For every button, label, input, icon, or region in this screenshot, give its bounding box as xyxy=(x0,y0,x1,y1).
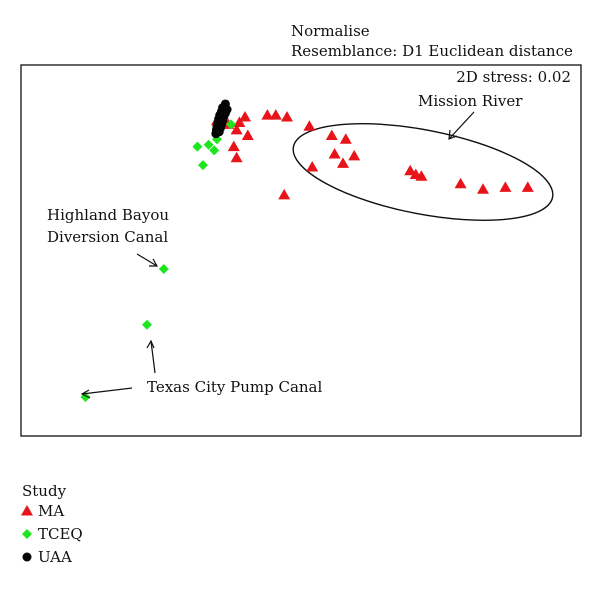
annotation-highland-bayou-line-2: Diversion Canal xyxy=(47,228,168,246)
point-ma-9 xyxy=(269,109,282,120)
point-ma-13 xyxy=(339,133,352,144)
mission-river-ellipse xyxy=(292,122,554,222)
point-tceq-1 xyxy=(226,119,236,130)
legend-label-uaa: UAA xyxy=(38,548,72,566)
legend-marker-ma xyxy=(21,505,33,516)
point-ma-12 xyxy=(325,129,338,140)
point-ma-23 xyxy=(477,183,489,194)
point-ma-22 xyxy=(454,177,467,189)
annotation-texas-city: Texas City Pump Canal xyxy=(147,378,323,396)
point-tceq-3 xyxy=(203,139,214,150)
legend: Study MA TCEQ UAA xyxy=(21,482,83,566)
point-tceq-5 xyxy=(192,141,203,152)
arrowhead-texas-city-left xyxy=(80,389,91,399)
annotation-mission-river: Mission River xyxy=(418,92,523,110)
data-marks xyxy=(80,99,534,403)
plot-frame xyxy=(20,64,582,437)
arrow-texas-city-up xyxy=(150,340,156,374)
header-line-1: Normalise xyxy=(291,22,370,40)
series-uaa xyxy=(211,99,232,139)
point-ma-7 xyxy=(230,151,243,163)
arrow-mission-river xyxy=(448,111,475,140)
legend-marker-uaa xyxy=(22,552,32,562)
point-ma-24 xyxy=(499,181,512,192)
series-tceq xyxy=(80,113,236,403)
series-ma xyxy=(211,109,534,200)
point-ma-17 xyxy=(306,161,319,172)
point-ma-16 xyxy=(337,157,349,168)
legend-label-tceq: TCEQ xyxy=(38,525,83,543)
point-ma-15 xyxy=(348,149,361,161)
point-tceq-4 xyxy=(209,145,220,156)
arrowhead-mission-river xyxy=(448,129,458,140)
arrow-highland-bayou xyxy=(136,253,158,267)
annotation-arrows xyxy=(80,111,475,399)
legend-marker-tceq xyxy=(22,529,32,539)
point-ma-10 xyxy=(281,110,293,122)
point-tceq-7 xyxy=(158,264,169,275)
legend-entries: MA TCEQ UAA xyxy=(21,502,83,566)
header-line-2: Resemblance: D1 Euclidean distance xyxy=(291,42,573,60)
arrowhead-texas-city-up xyxy=(146,339,155,349)
point-ma-3 xyxy=(233,116,246,128)
point-ma-6 xyxy=(227,140,240,152)
legend-label-ma: MA xyxy=(38,502,64,520)
point-ma-14 xyxy=(328,148,341,159)
point-ma-8 xyxy=(261,109,274,120)
stress-label: 2D stress: 0.02 xyxy=(456,68,571,86)
legend-title: Study xyxy=(22,482,67,500)
point-ma-2 xyxy=(230,123,243,135)
point-uaa-15 xyxy=(211,129,221,139)
arrow-texas-city-left xyxy=(81,387,133,395)
point-tceq-6 xyxy=(198,160,208,171)
annotation-highland-bayou-line-1: Highland Bayou xyxy=(47,206,169,224)
point-ma-19 xyxy=(404,164,417,176)
arrowhead-highland-bayou xyxy=(149,258,159,267)
point-tceq-8 xyxy=(142,319,152,330)
point-ma-11 xyxy=(303,120,316,131)
point-ma-25 xyxy=(521,181,534,192)
point-ma-21 xyxy=(415,170,428,181)
point-ma-5 xyxy=(241,129,254,140)
point-ma-18 xyxy=(278,188,291,200)
point-ma-4 xyxy=(239,110,251,122)
